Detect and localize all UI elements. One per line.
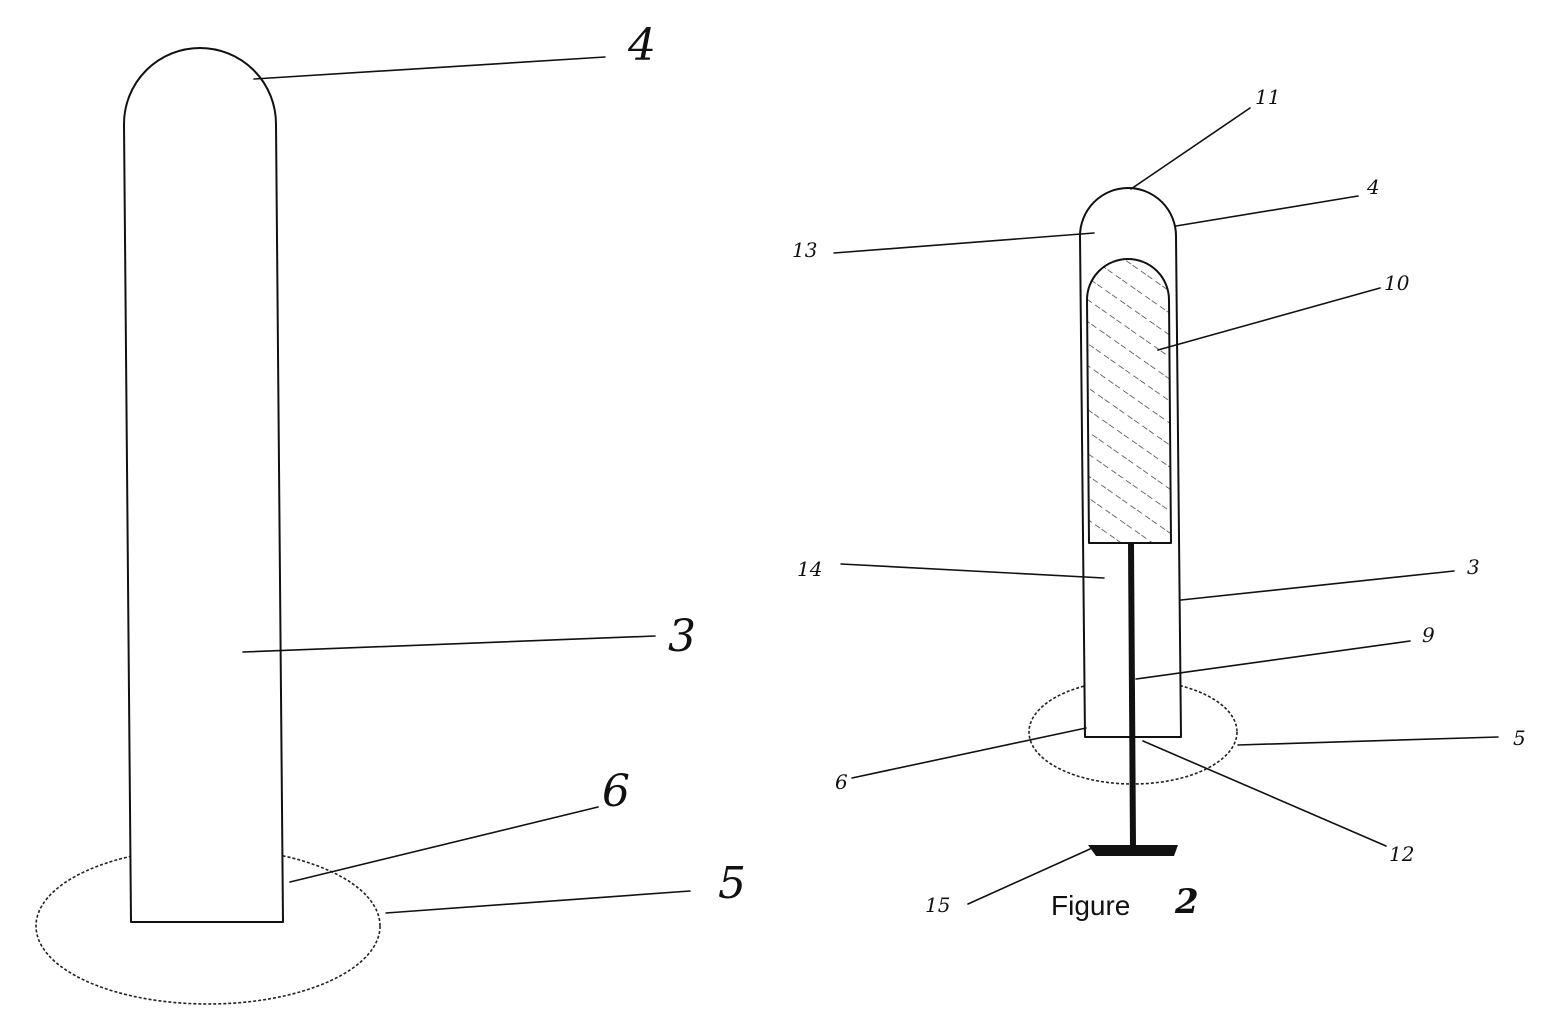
fig2-handle	[1088, 845, 1178, 856]
fig2-caption: Figure	[1051, 890, 1130, 921]
fig2-label-11: 11	[1255, 85, 1280, 109]
fig1-label-4: 4	[627, 20, 656, 71]
fig2-label-15: 15	[925, 893, 950, 917]
fig2-leader-6	[851, 727, 1087, 779]
fig2-label-10: 10	[1384, 271, 1410, 295]
fig2-label-14: 14	[797, 557, 822, 581]
fig2-leader-12	[1142, 740, 1387, 847]
fig1-label-3: 3	[668, 611, 696, 662]
fig2-insert	[1086, 258, 1172, 544]
fig2-leader-13	[833, 232, 1095, 254]
fig2-leader-9	[1135, 640, 1411, 680]
fig2-leader-4	[1175, 195, 1359, 227]
fig2-label-4: 4	[1366, 175, 1380, 199]
fig1-leader-5	[385, 890, 691, 914]
fig2-leader-15	[967, 848, 1091, 905]
fig1-label-6: 6	[602, 766, 630, 817]
fig2-leader-14	[840, 563, 1105, 579]
fig2-leader-5	[1237, 736, 1499, 746]
fig1-leader-6	[289, 806, 599, 883]
figure-1: 4 3 6 5	[35, 20, 746, 1005]
fig1-leader-3	[242, 635, 656, 653]
fig2-label-13: 13	[792, 238, 817, 262]
fig2-label-12: 12	[1389, 842, 1414, 866]
fig1-leader-4	[253, 56, 606, 80]
fig1-tube-body	[123, 47, 284, 923]
fig1-base-ellipse	[35, 847, 381, 1005]
figure-2: 11 4 13 10 14 3 9 5 6 12 15 Figure 2	[792, 85, 1526, 922]
fig2-label-5: 5	[1513, 726, 1526, 750]
fig2-leader-3	[1180, 570, 1455, 601]
fig2-leader-10	[1157, 287, 1381, 351]
fig1-label-5: 5	[718, 858, 746, 909]
fig2-rod	[1128, 542, 1136, 848]
fig2-label-3: 3	[1467, 555, 1480, 579]
fig2-label-6: 6	[835, 770, 848, 794]
fig2-caption-number: 2	[1174, 882, 1199, 922]
fig2-label-9: 9	[1422, 623, 1435, 647]
fig2-leader-11	[1130, 107, 1251, 190]
